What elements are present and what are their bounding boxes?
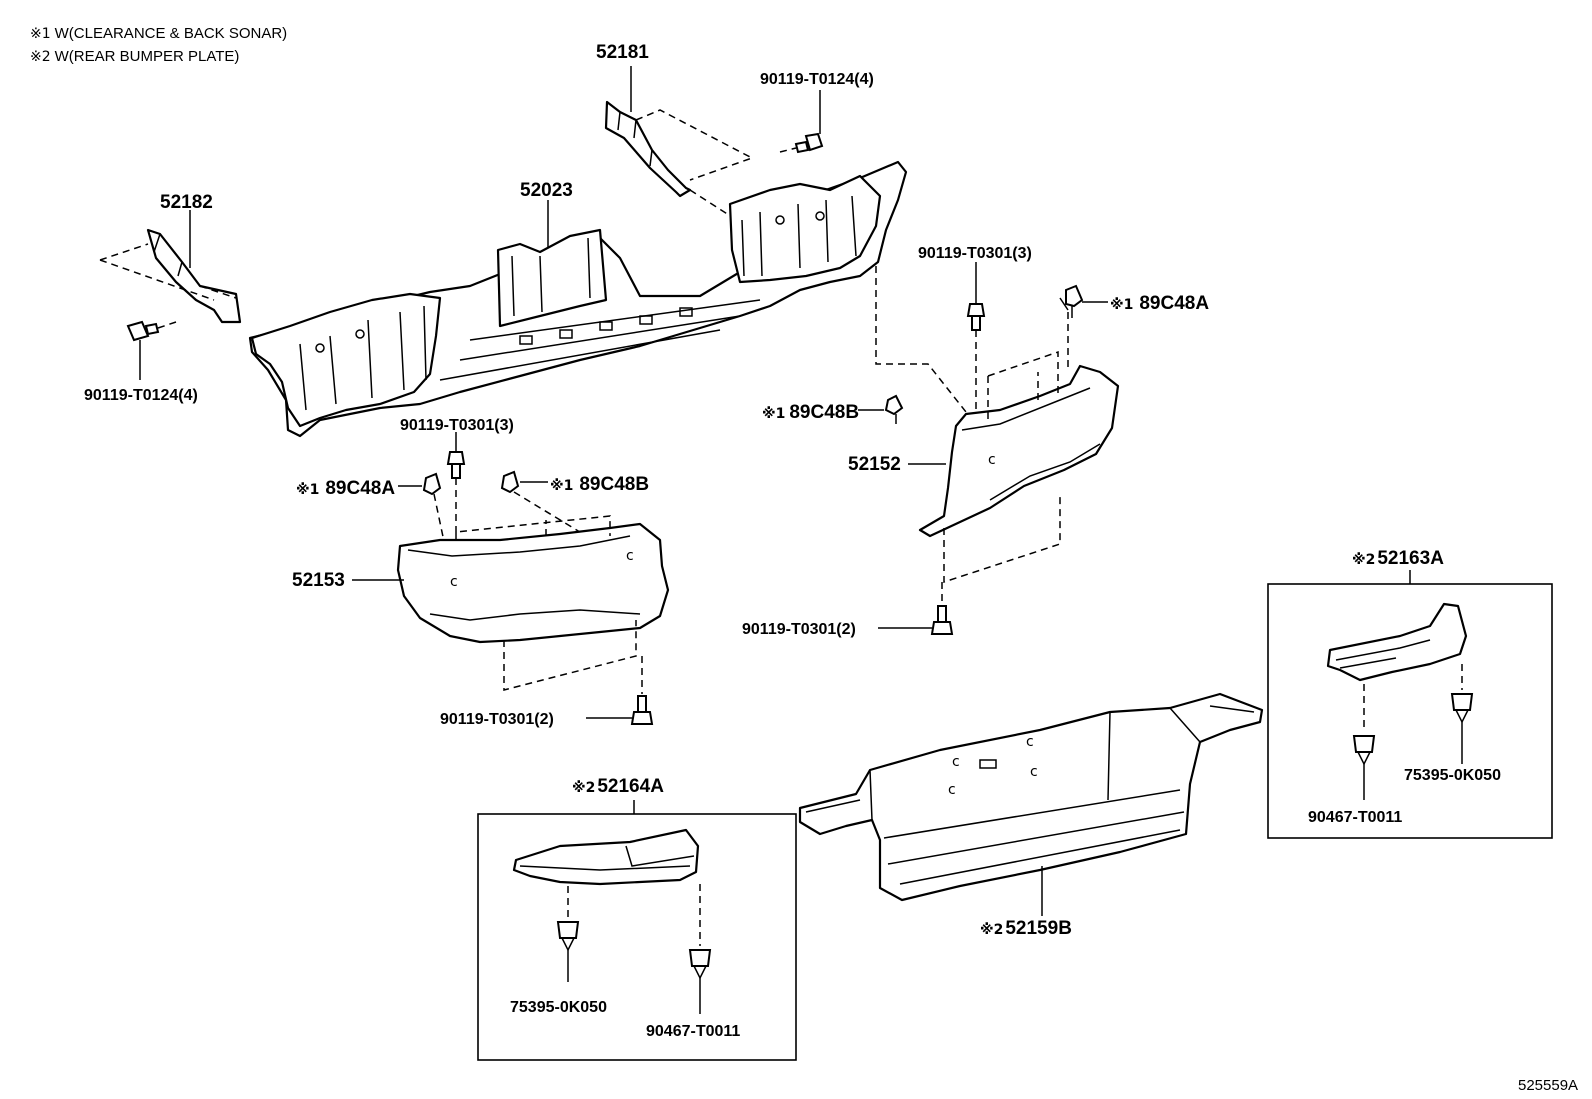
part-52164a-shape: [512, 828, 700, 886]
svg-text:c: c: [450, 574, 458, 590]
label-bolt-t0124-right: 90119-T0124(4): [760, 71, 874, 88]
dash-52023-to-52152: [875, 266, 967, 413]
svg-text:c: c: [1026, 734, 1034, 750]
part-52163a-shape: [1326, 602, 1468, 682]
label-clip-75395-left: 75395-0K050: [510, 999, 607, 1016]
svg-text:c: c: [952, 754, 960, 770]
label-clip-90467-right: 90467-T0011: [1308, 809, 1402, 826]
svg-text:c: c: [988, 452, 996, 468]
clip-75395-left-shape: [556, 886, 580, 952]
label-52152: 52152: [848, 454, 901, 475]
clip-90467-right-shape: [1352, 684, 1376, 766]
diagram-code: 525559A: [1518, 1077, 1578, 1094]
clip-90467-left-shape: [688, 884, 712, 980]
bracket-89c48a-right: [1059, 284, 1084, 370]
svg-text:c: c: [626, 548, 634, 564]
svg-text:c: c: [948, 782, 956, 798]
bolt-90119-t0301-3-right: [966, 303, 986, 410]
label-52153: 52153: [292, 570, 345, 591]
part-52153-shape: c c: [396, 515, 670, 691]
label-bolt-t0301-3-left: 90119-T0301(3): [400, 417, 514, 434]
bolt-90119-t0301-2-left: [630, 656, 654, 725]
label-bolt-t0301-2-left: 90119-T0301(2): [440, 711, 554, 728]
label-bolt-t0301-3-right: 90119-T0301(3): [918, 245, 1032, 262]
part-52159b-shape: c c c c: [798, 692, 1264, 902]
bolt-90119-t0124-left: [126, 320, 177, 342]
bolt-90119-t0124-right: [779, 132, 824, 154]
label-52023: 52023: [520, 180, 573, 201]
part-52152-shape: c: [918, 350, 1120, 584]
label-bolt-t0124-left: 90119-T0124(4): [84, 387, 198, 404]
svg-text:c: c: [1030, 764, 1038, 780]
box-52164a: [477, 813, 797, 1061]
part-52023-shape: [248, 160, 908, 438]
label-bolt-t0301-2-right: 90119-T0301(2): [742, 621, 856, 638]
part-52182-shape: [99, 228, 242, 324]
label-52182: 52182: [160, 192, 213, 213]
clip-75395-right-shape: [1450, 664, 1474, 724]
label-clip-90467-left: 90467-T0011: [646, 1023, 740, 1040]
bolt-90119-t0301-2-right: [930, 582, 954, 635]
label-clip-75395-right: 75395-0K050: [1404, 767, 1501, 784]
label-52181: 52181: [596, 42, 649, 63]
part-52181-shape: [604, 100, 761, 236]
bolt-90119-t0301-3-left: [446, 451, 466, 534]
bracket-89c48b-right: [884, 394, 904, 424]
box-52163a: [1267, 583, 1553, 839]
